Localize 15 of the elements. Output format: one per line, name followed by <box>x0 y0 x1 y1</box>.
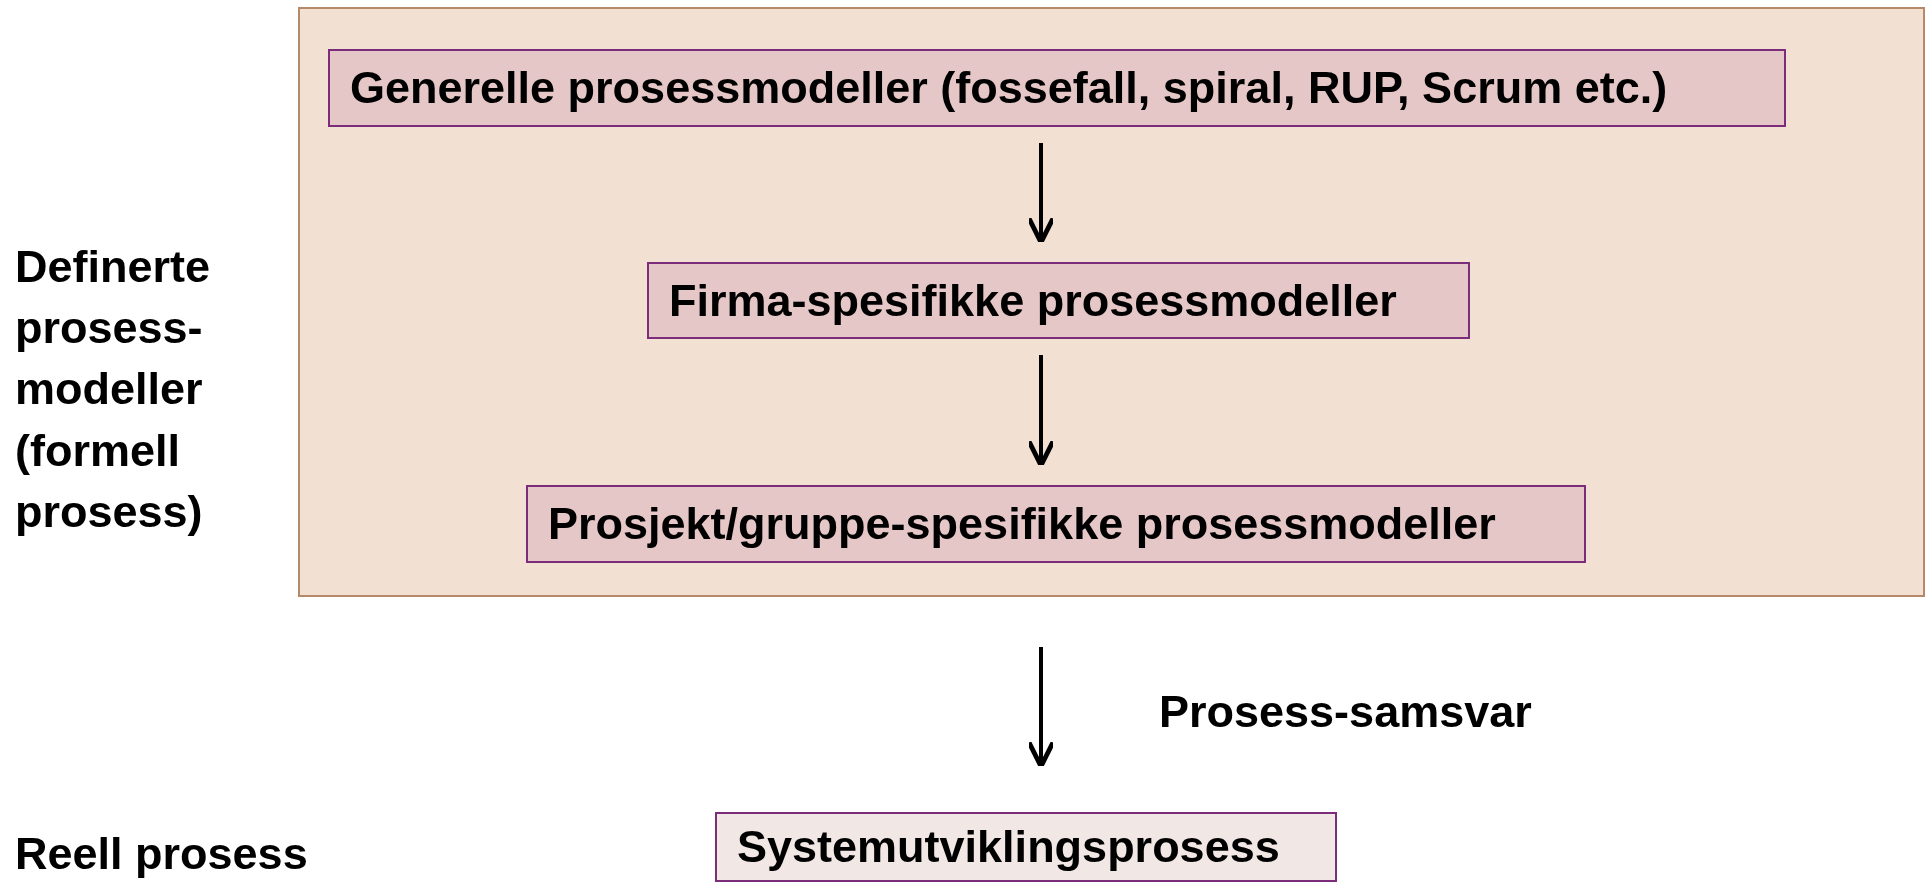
box-text: Prosjekt/gruppe-spesifikke prosessmodeller <box>548 497 1496 552</box>
edge-label: Prosess-samsvar <box>1159 685 1532 739</box>
side-label: Reell prosess <box>15 827 309 881</box>
box-text: Generelle prosessmodeller (fossefall, spiral, RUP, Scrum etc.) <box>350 61 1668 116</box>
box-text: Systemutviklingsprosess <box>737 820 1280 875</box>
arrow <box>1026 647 1056 769</box>
process-box <box>526 485 1586 563</box>
process-box <box>328 49 1786 127</box>
process-box <box>715 812 1337 882</box>
arrow <box>1026 355 1056 468</box>
box-text: Firma-spesifikke prosessmodeller <box>669 273 1397 328</box>
process-box <box>647 262 1470 339</box>
group-panel <box>298 7 1925 597</box>
arrow <box>1026 143 1056 245</box>
side-label: Definerte prosess- modeller (formell prosess) <box>15 240 212 539</box>
